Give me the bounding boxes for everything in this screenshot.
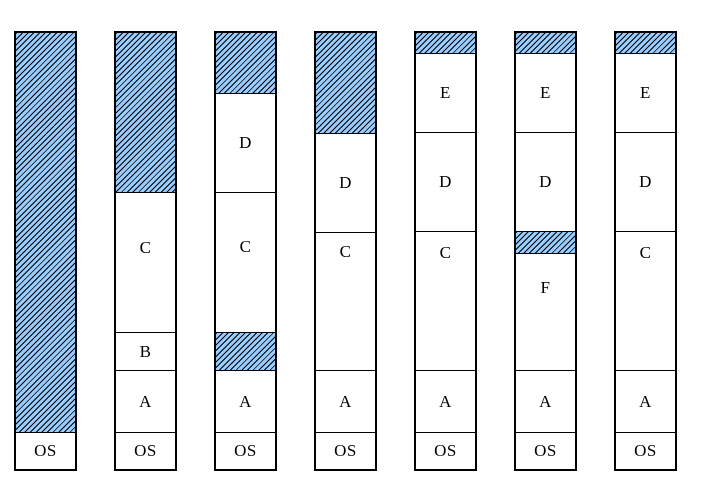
- process-c-region: C: [116, 192, 175, 331]
- process-a-region: A: [516, 370, 575, 432]
- os-region: OS: [16, 432, 75, 469]
- process-e-region: E: [516, 52, 575, 132]
- segment-label: OS: [234, 441, 257, 461]
- os-region: OS: [316, 432, 375, 469]
- segment-label: A: [239, 391, 252, 411]
- segment-label: B: [139, 341, 152, 361]
- segment-label: D: [339, 172, 352, 192]
- process-c-region: C: [616, 231, 675, 370]
- memory-state-3: D C A OS: [214, 31, 277, 471]
- os-region: OS: [516, 432, 575, 469]
- free-memory-region: [116, 33, 175, 193]
- segment-label: OS: [34, 441, 57, 461]
- segment-label: D: [639, 171, 652, 191]
- process-f-region: F: [516, 253, 575, 370]
- process-c-region: C: [216, 192, 275, 331]
- segment-label: D: [539, 171, 552, 191]
- process-a-region: A: [216, 370, 275, 432]
- process-e-region: E: [416, 52, 475, 132]
- process-c-region: C: [416, 231, 475, 370]
- segment-label: OS: [334, 441, 357, 461]
- segment-label: F: [540, 278, 551, 297]
- segment-label: C: [639, 243, 652, 263]
- segment-label: E: [440, 82, 451, 102]
- memory-state-4: D C A OS: [314, 31, 377, 471]
- segment-label: OS: [434, 441, 457, 461]
- segment-label: A: [439, 391, 452, 411]
- free-memory-region: [616, 33, 675, 53]
- segment-label: C: [139, 238, 152, 258]
- segment-label: A: [639, 391, 652, 411]
- process-b-region: B: [116, 331, 175, 371]
- segment-label: OS: [634, 441, 657, 461]
- segment-label: C: [439, 243, 452, 263]
- process-c-region: C: [316, 232, 375, 370]
- segment-label: OS: [534, 441, 557, 461]
- memory-state-1: OS: [14, 31, 77, 471]
- segment-label: D: [439, 171, 452, 191]
- segment-label: A: [339, 391, 352, 411]
- process-a-region: A: [316, 370, 375, 432]
- free-memory-region: [316, 33, 375, 133]
- process-a-region: A: [416, 370, 475, 432]
- free-memory-region: [16, 33, 75, 433]
- process-a-region: A: [616, 370, 675, 432]
- memory-state-2: C B A OS: [114, 31, 177, 471]
- process-d-region: D: [616, 131, 675, 232]
- segment-label: D: [239, 132, 252, 152]
- free-memory-region: [416, 33, 475, 53]
- os-region: OS: [616, 432, 675, 469]
- free-memory-region: [216, 331, 275, 371]
- process-d-region: D: [516, 131, 575, 232]
- segment-label: A: [139, 391, 152, 411]
- segment-label: OS: [134, 441, 157, 461]
- segment-label: E: [540, 82, 551, 102]
- process-d-region: D: [416, 131, 475, 232]
- memory-state-6: E D F A OS: [514, 31, 577, 471]
- process-a-region: A: [116, 370, 175, 432]
- process-d-region: D: [316, 132, 375, 233]
- process-d-region: D: [216, 92, 275, 193]
- os-region: OS: [416, 432, 475, 469]
- segment-label: E: [640, 82, 651, 102]
- free-memory-region: [216, 33, 275, 93]
- segment-label: C: [239, 237, 252, 257]
- segment-label: C: [339, 242, 352, 262]
- segment-label: A: [539, 391, 552, 411]
- memory-state-7: E D C A OS: [614, 31, 677, 471]
- free-memory-region: [516, 33, 575, 53]
- os-region: OS: [216, 432, 275, 469]
- process-e-region: E: [616, 52, 675, 132]
- free-memory-region: [516, 231, 575, 253]
- memory-state-5: E D C A OS: [414, 31, 477, 471]
- os-region: OS: [116, 432, 175, 469]
